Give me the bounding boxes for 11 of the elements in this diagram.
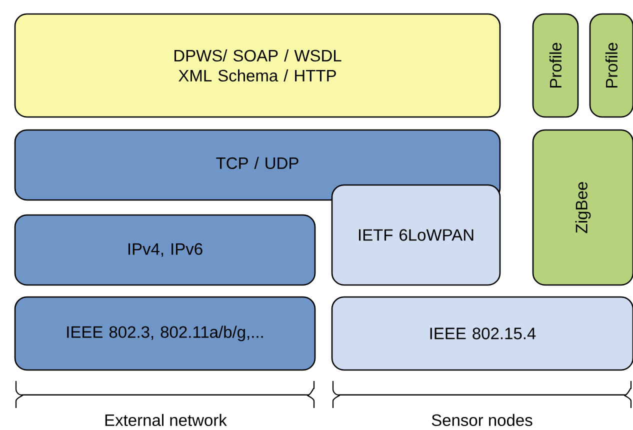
- layer-box: IEEE 802.15.4: [331, 296, 633, 371]
- layer-box: Profile: [532, 13, 579, 118]
- layer-box: ZigBee: [532, 129, 633, 286]
- layer-box: DPWS/ SOAP / WSDL XML Schema / HTTP: [14, 13, 501, 118]
- layer-box: Profile: [589, 13, 633, 118]
- group-label: Sensor nodes: [432, 414, 532, 426]
- layer-box: IPv4, IPv6: [14, 214, 316, 286]
- layer-box: IETF 6LoWPAN: [331, 184, 501, 286]
- group-label: External network: [105, 414, 227, 426]
- layer-box: IEEE 802.3, 802.11a/b/g,...: [14, 296, 316, 371]
- layer-box: TCP / UDP: [14, 129, 501, 201]
